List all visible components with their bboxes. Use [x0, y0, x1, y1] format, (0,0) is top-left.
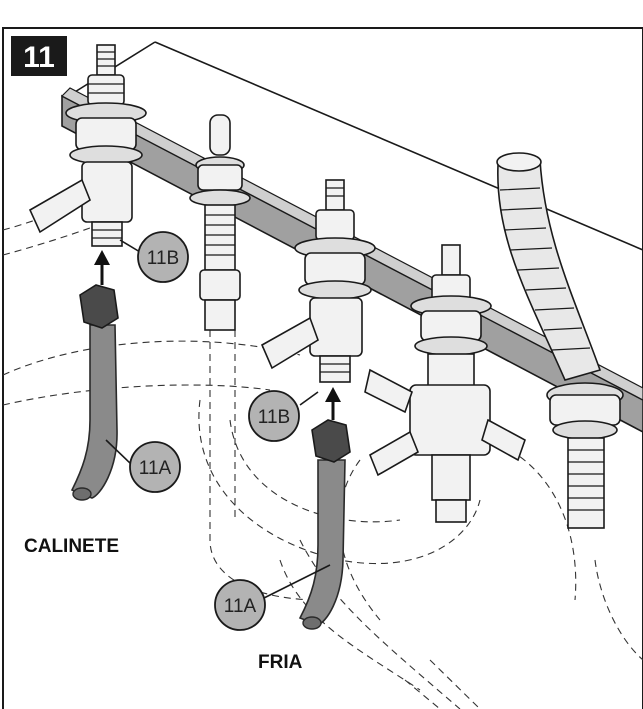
mixing-valve	[364, 244, 526, 523]
callout-label: 11A	[139, 458, 172, 479]
step-number: 11	[23, 41, 55, 74]
callout-center-11b: 11B	[248, 390, 300, 442]
callout-leaders	[105, 239, 331, 601]
callout-left-11b: 11B	[137, 231, 189, 283]
arrow-up-icon	[94, 250, 110, 285]
label-hot: CALINETE	[24, 536, 119, 557]
cold-supply-hose	[298, 419, 351, 630]
arrow-up-icon	[325, 387, 341, 420]
cold-valve	[260, 179, 376, 383]
callout-label: 11A	[224, 596, 257, 617]
concealed-piping	[2, 204, 643, 709]
spout-hose	[496, 152, 624, 529]
callout-label: 11B	[147, 248, 179, 269]
step-badge: 11	[11, 36, 67, 76]
callout-left-11a: 11A	[129, 441, 181, 493]
spout-valve	[189, 114, 251, 331]
hot-valve	[28, 44, 147, 247]
callout-label: 11B	[258, 407, 290, 428]
label-cold: FRIA	[258, 652, 303, 673]
hot-supply-hose	[70, 284, 119, 501]
callout-center-11a: 11A	[214, 579, 266, 631]
